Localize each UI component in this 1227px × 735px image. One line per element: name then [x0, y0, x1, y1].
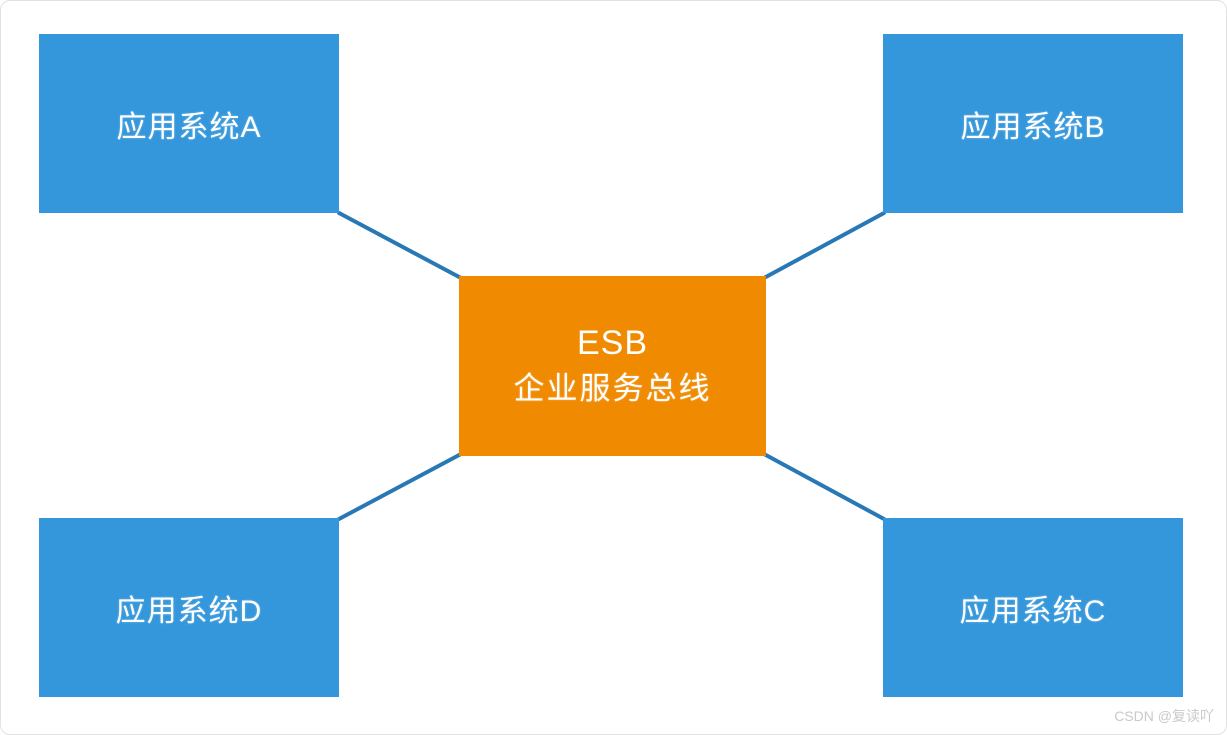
connector-b-to-esb: [762, 211, 886, 280]
esb-center-node: ESB 企业服务总线: [459, 276, 766, 456]
app-system-c-label: 应用系统C: [959, 594, 1107, 628]
connector-c-to-esb: [762, 452, 886, 521]
app-system-d-label: 应用系统D: [115, 594, 263, 628]
app-system-a-label: 应用系统A: [116, 110, 262, 144]
esb-title: ESB: [576, 324, 649, 362]
connector-a-to-esb: [337, 211, 463, 280]
app-system-b-node: 应用系统B: [883, 34, 1183, 213]
app-system-c-node: 应用系统C: [883, 518, 1183, 697]
app-system-d-node: 应用系统D: [39, 518, 339, 697]
app-system-b-label: 应用系统B: [960, 110, 1106, 144]
connector-d-to-esb: [337, 452, 463, 521]
app-system-a-node: 应用系统A: [39, 34, 339, 213]
csdn-watermark: CSDN @复读吖: [1114, 708, 1214, 724]
esb-subtitle: 企业服务总线: [513, 371, 712, 406]
